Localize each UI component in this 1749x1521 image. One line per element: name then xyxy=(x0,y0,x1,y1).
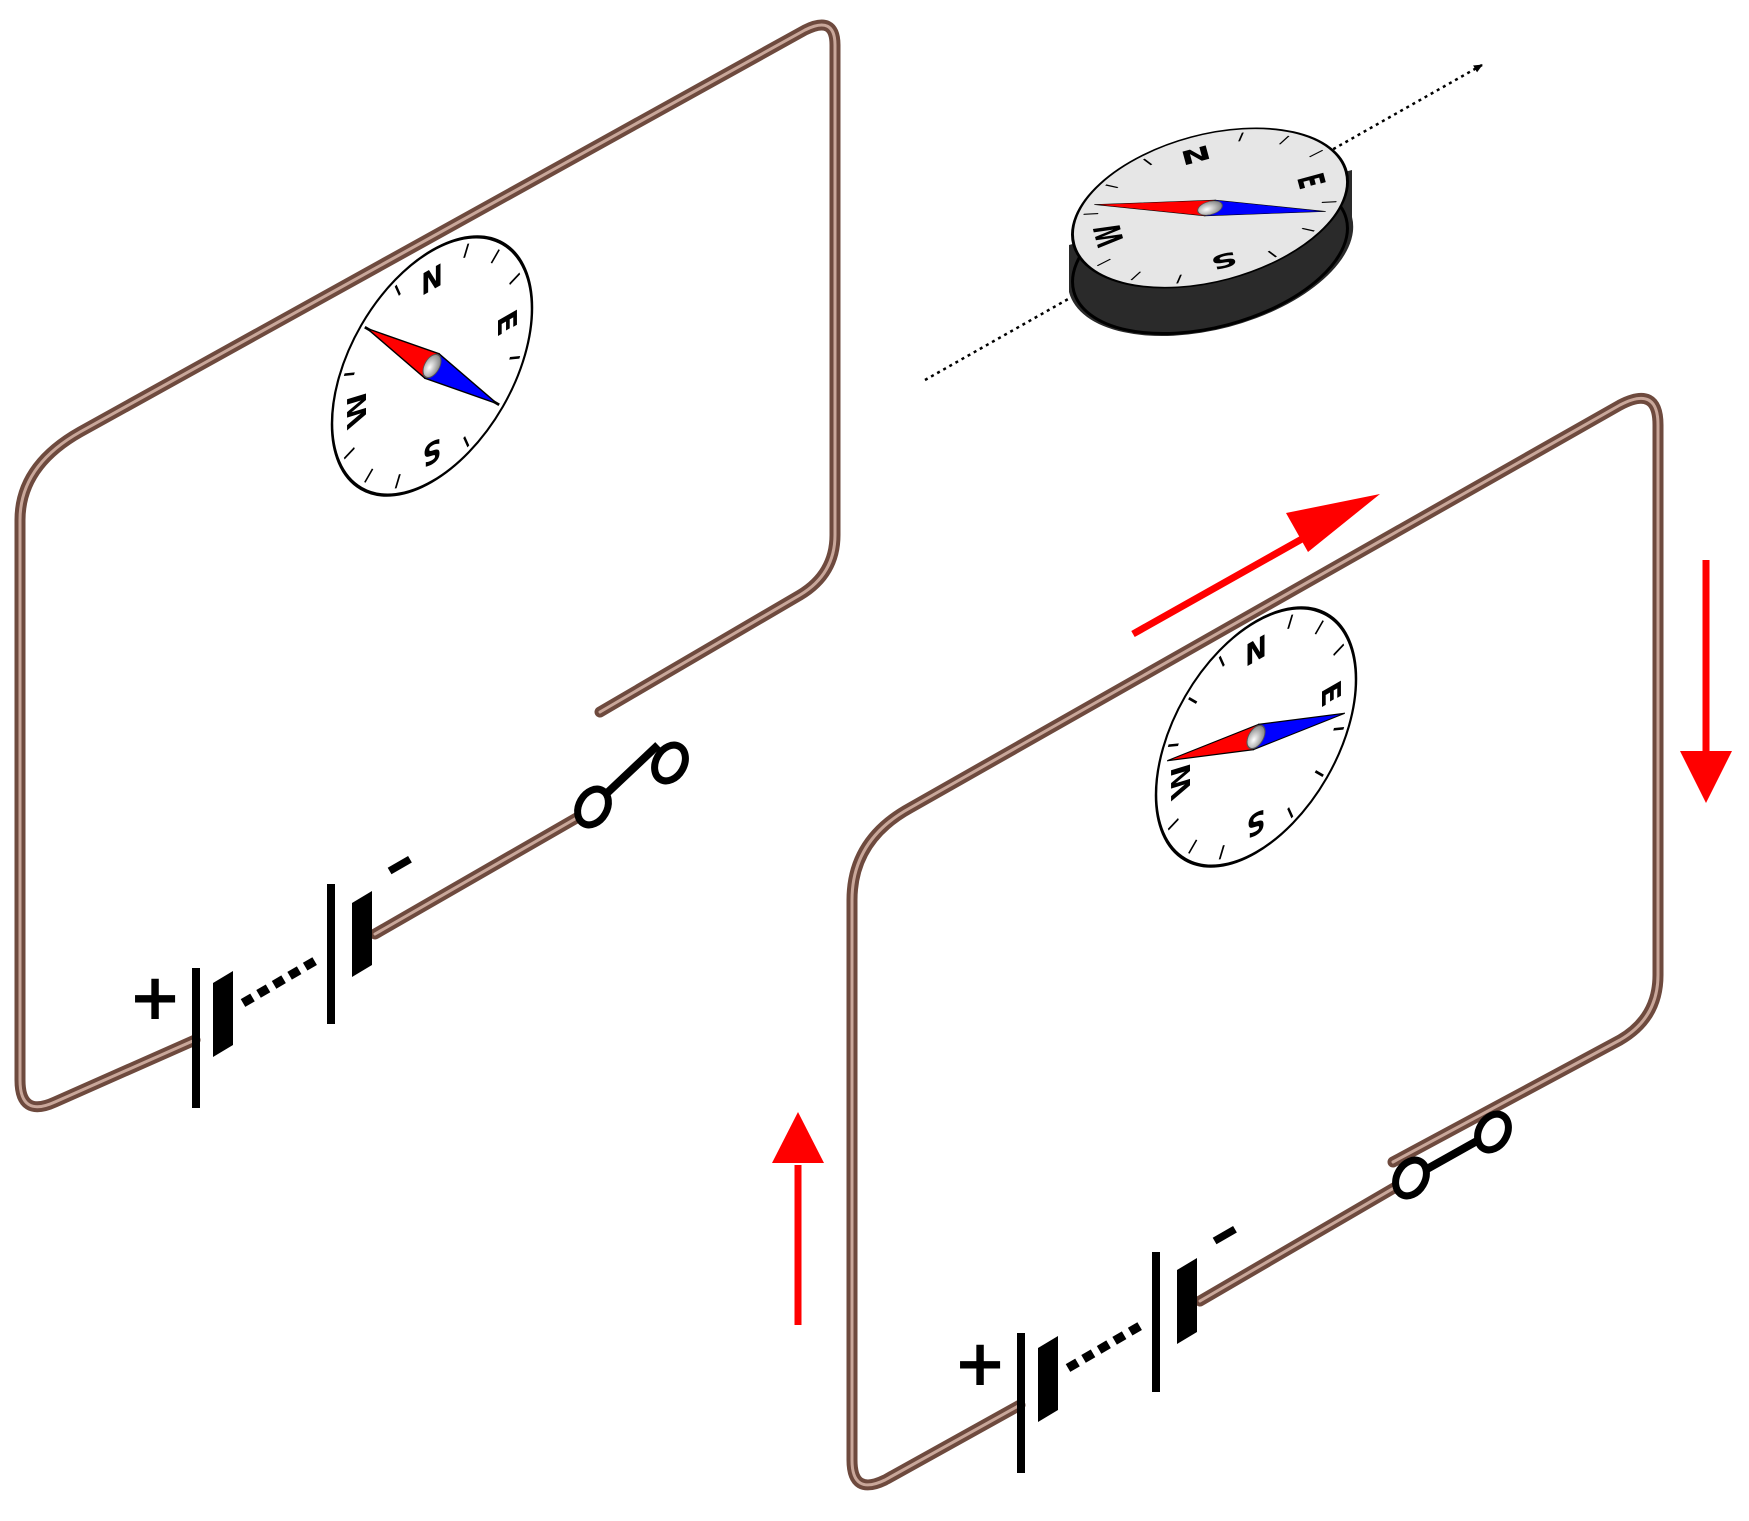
compass-tick xyxy=(1130,271,1142,281)
compass-label-south: S xyxy=(423,429,442,475)
right-wire-loop xyxy=(846,392,1664,1491)
compass-tick xyxy=(1287,807,1294,819)
left-switch-open-icon xyxy=(574,741,689,829)
right-battery-negative-label: – xyxy=(1193,1194,1254,1270)
compass-needle-icon xyxy=(1166,712,1346,762)
compass-tick xyxy=(1218,655,1225,667)
compass-needle-icon xyxy=(1094,199,1326,217)
compass-tick xyxy=(509,356,521,360)
compass-label-north: N xyxy=(1245,628,1267,676)
compass-tick xyxy=(364,468,374,483)
compass-tick xyxy=(1096,258,1111,267)
right-switch-closed-icon xyxy=(1392,1110,1512,1200)
compass-tick xyxy=(490,249,500,264)
compass-tick xyxy=(1105,184,1119,189)
compass-tick xyxy=(1314,770,1324,778)
current-arrow-up-icon xyxy=(772,1112,824,1325)
compass-axis-dotted-line xyxy=(924,63,1483,382)
compass-label-south: S xyxy=(1247,800,1266,846)
compass-tick xyxy=(394,284,401,296)
compass-tick xyxy=(1333,643,1345,656)
compass-tick xyxy=(1167,818,1179,831)
compass-label-north: N xyxy=(421,257,443,305)
compass-tick xyxy=(1333,727,1345,731)
current-arrow-down-icon xyxy=(1680,560,1732,803)
compass-tick xyxy=(1314,620,1324,635)
compass-tick xyxy=(1301,227,1315,232)
compass-tick xyxy=(1287,614,1294,629)
right-battery-icon xyxy=(1017,1252,1197,1473)
left-wire-loop xyxy=(14,19,841,1113)
compass-tick xyxy=(1188,839,1198,854)
compass-tick xyxy=(394,474,401,489)
left-battery-positive-label: + xyxy=(128,961,182,1035)
compass-tick xyxy=(509,272,521,285)
compass-tick xyxy=(1238,132,1244,142)
compass-tick xyxy=(463,243,470,258)
compass-needle-icon xyxy=(366,327,498,405)
current-arrow-diagonal-icon xyxy=(1131,494,1380,638)
compass-tick xyxy=(1142,158,1153,166)
compass-tick xyxy=(1278,135,1290,145)
compass-tick xyxy=(1267,250,1278,258)
left-battery-icon xyxy=(192,884,372,1108)
compass-tick xyxy=(1083,212,1099,215)
compass-tick xyxy=(463,436,470,448)
compass-tick xyxy=(1188,696,1198,704)
compass-tick xyxy=(1167,743,1179,747)
compass-tick xyxy=(343,372,355,376)
left-battery-negative-label: – xyxy=(368,824,429,900)
compass-tick xyxy=(1218,845,1225,860)
compass-tick xyxy=(1309,149,1324,158)
compass-tick xyxy=(1176,274,1182,284)
compass-tick xyxy=(1321,201,1337,204)
right-battery-positive-label: + xyxy=(953,1327,1007,1401)
compass-tick xyxy=(343,447,355,460)
